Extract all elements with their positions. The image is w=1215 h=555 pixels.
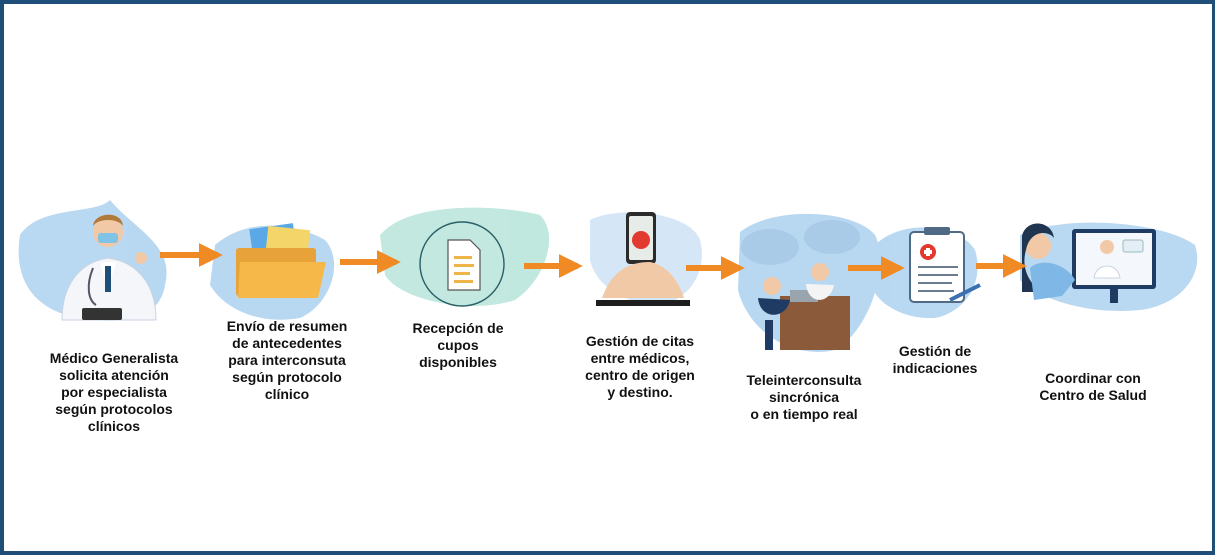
folder-icon [236, 223, 326, 298]
step-4-label: Gestión de citas entre médicos, centro d… [585, 333, 695, 400]
step-3-label: Recepción de cupos disponibles [412, 320, 504, 370]
telemedicine-screen-icon [1022, 223, 1156, 303]
step-1-label: Médico Generalista solicita atención por… [49, 350, 179, 434]
phone-icon [596, 212, 690, 306]
step-7-label: Coordinar con Centro de Salud [1039, 370, 1147, 403]
step-6-label: Gestión de indicaciones [892, 343, 978, 376]
step-2-label: Envío de resumen de antecedentes para in… [226, 318, 348, 402]
watercolor-splashes [18, 200, 1198, 352]
clipboard-icon [909, 227, 981, 303]
document-cycle-icon [419, 221, 505, 307]
video-meeting-icon [741, 220, 860, 350]
flow-arrows [160, 243, 1027, 280]
doctor-icon [61, 214, 157, 321]
step-5-label: Teleinterconsulta sincrónica o en tiempo… [746, 372, 862, 422]
